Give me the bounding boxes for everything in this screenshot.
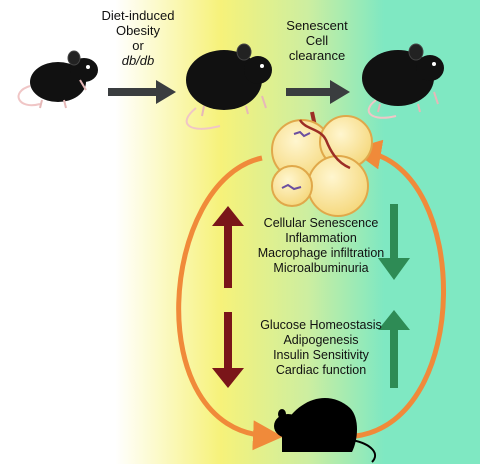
lower-line-1: Glucose Homeostasis bbox=[260, 318, 382, 332]
arrow-to-cleared bbox=[286, 80, 350, 104]
upper-line-1: Cellular Senescence bbox=[263, 216, 379, 230]
orange-arc-left bbox=[176, 155, 283, 451]
obesity-label-line1: Diet-induced bbox=[101, 8, 175, 23]
upper-effects-block: Cellular Senescence Inflammation Macroph… bbox=[246, 216, 396, 276]
upper-line-2: Inflammation bbox=[285, 231, 357, 245]
mouse-lean-icon bbox=[17, 50, 98, 109]
green-arrow-down bbox=[378, 204, 410, 280]
arrow-to-obese bbox=[108, 80, 176, 104]
obesity-label: Diet-induced Obesity or db/db bbox=[88, 8, 188, 68]
lower-effects-block: Glucose Homeostasis Adipogenesis Insulin… bbox=[246, 318, 396, 378]
mouse-obese-icon bbox=[185, 43, 272, 130]
mouse-treated-icon bbox=[362, 43, 444, 119]
clearance-label-line3: clearance bbox=[288, 48, 346, 63]
clearance-label: Senescent Cell clearance bbox=[272, 18, 362, 63]
clearance-label-line2: Cell bbox=[305, 33, 329, 48]
mouse-silhouette-icon bbox=[274, 397, 377, 463]
obesity-label-line2: Obesity bbox=[115, 23, 161, 38]
clearance-label-line1: Senescent bbox=[286, 18, 348, 33]
obesity-label-line4: db/db bbox=[121, 53, 155, 68]
red-arrow-down bbox=[212, 312, 244, 388]
orange-arc-right bbox=[351, 139, 446, 439]
lower-line-2: Adipogenesis bbox=[283, 333, 359, 347]
red-arrow-up bbox=[212, 206, 244, 288]
lower-line-4: Cardiac function bbox=[275, 363, 367, 377]
adipose-tissue-icon bbox=[271, 111, 373, 217]
green-arrow-up bbox=[378, 310, 410, 388]
obesity-label-line3: or bbox=[132, 38, 144, 53]
upper-line-4: Microalbuminuria bbox=[273, 261, 369, 275]
lower-line-3: Insulin Sensitivity bbox=[273, 348, 369, 362]
upper-line-3: Macrophage infiltration bbox=[257, 246, 385, 260]
